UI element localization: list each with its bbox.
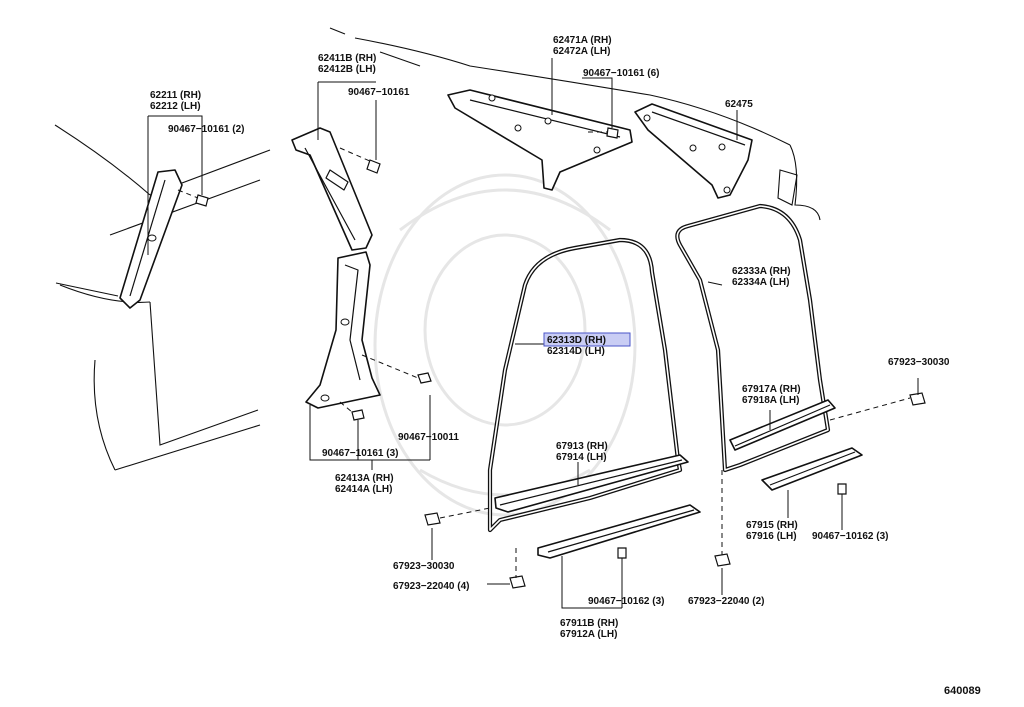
front-scuff-plate bbox=[537, 504, 701, 559]
label-62334a: 62334A (LH) bbox=[732, 277, 789, 288]
label-67915: 67915 (RH) bbox=[746, 520, 798, 531]
label-62313d: 62313D (RH) bbox=[547, 335, 606, 346]
leader-lines bbox=[147, 58, 919, 609]
label-62411b: 62411B (RH) bbox=[318, 53, 376, 64]
label-67916: 67916 (LH) bbox=[746, 531, 797, 542]
label-67914: 67914 (LH) bbox=[556, 452, 607, 463]
rear-door-opening-weatherstrip bbox=[675, 203, 831, 473]
front-scuff-plate-inner bbox=[494, 454, 689, 513]
label-90467-d: 90467−10011 bbox=[398, 432, 459, 443]
label-90467-a: 90467−10161 (2) bbox=[168, 124, 244, 135]
label-90467-f: 90467−10162 (3) bbox=[812, 531, 888, 542]
label-67923-b: 67923−30030 bbox=[393, 561, 455, 572]
label-67917a: 67917A (RH) bbox=[742, 384, 801, 395]
label-62472a: 62472A (LH) bbox=[553, 46, 610, 57]
highlight-box bbox=[543, 332, 631, 347]
clips bbox=[424, 392, 926, 589]
center-pillar-upper-garnish bbox=[291, 127, 381, 251]
rear-scuff-plate bbox=[761, 447, 863, 491]
label-67912a: 67912A (LH) bbox=[560, 629, 617, 640]
label-62413a: 62413A (RH) bbox=[335, 473, 394, 484]
rear-scuff-plate-inner bbox=[729, 399, 836, 451]
roof-side-rail-garnish bbox=[447, 89, 633, 191]
label-67923-a: 67923−30030 bbox=[888, 357, 950, 368]
label-62211: 62211 (RH) bbox=[150, 90, 201, 101]
label-62475: 62475 bbox=[725, 99, 753, 110]
label-90467-g: 90467−10162 (3) bbox=[588, 596, 664, 607]
roof-side-inner-garnish bbox=[634, 103, 753, 199]
label-62412b: 62412B (LH) bbox=[318, 64, 376, 75]
label-90467-c: 90467−10161 (6) bbox=[583, 68, 659, 79]
part-labels: 62211 (RH) 62212 (LH) 90467−10161 (2) 62… bbox=[150, 35, 981, 697]
diagram-reference-number: 640089 bbox=[944, 685, 981, 697]
label-67913: 67913 (RH) bbox=[556, 441, 608, 452]
label-62414a: 62414A (LH) bbox=[335, 484, 392, 495]
label-67923-d: 67923−22040 (2) bbox=[688, 596, 764, 607]
front-door-opening-weatherstrip bbox=[487, 237, 683, 533]
front-pillar-garnish bbox=[119, 169, 209, 309]
center-pillar-lower-garnish bbox=[305, 251, 432, 421]
label-90467-e: 90467−10161 (3) bbox=[322, 448, 398, 459]
label-67918a: 67918A (LH) bbox=[742, 395, 799, 406]
label-62212: 62212 (LH) bbox=[150, 101, 201, 112]
vehicle-body-outline bbox=[54, 27, 821, 471]
label-62471a: 62471A (RH) bbox=[553, 35, 612, 46]
label-67911b: 67911B (RH) bbox=[560, 618, 618, 629]
label-62314d: 62314D (LH) bbox=[547, 346, 605, 357]
label-67923-c: 67923−22040 (4) bbox=[393, 581, 469, 592]
label-90467-b: 90467−10161 bbox=[348, 87, 410, 98]
label-62333a: 62333A (RH) bbox=[732, 266, 791, 277]
